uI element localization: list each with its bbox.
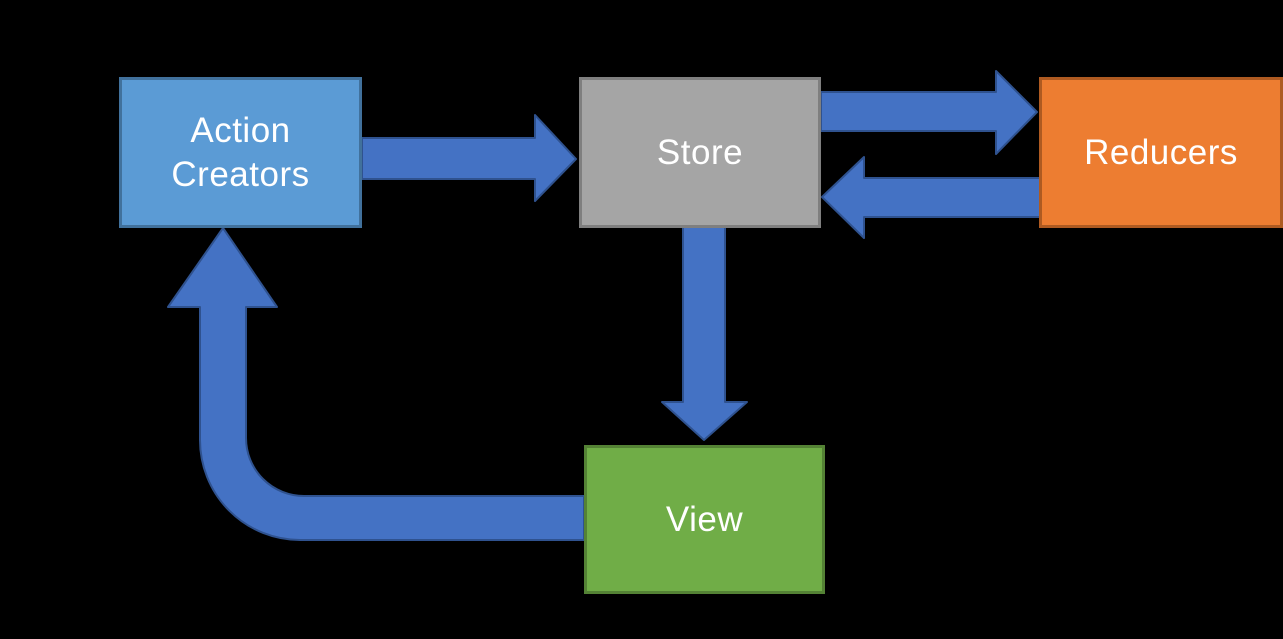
arrow-reducers-to-store — [821, 156, 1041, 239]
node-reducers-label: Reducers — [1084, 132, 1238, 172]
arrow-store-to-reducers — [820, 70, 1038, 155]
node-store: Store — [579, 77, 821, 228]
arrow-view-to-action-creators — [167, 227, 585, 541]
node-store-label: Store — [656, 132, 744, 172]
node-view: View — [584, 445, 825, 594]
node-action-creators-label: Action Creators — [171, 110, 310, 194]
node-action-creators: Action Creators — [119, 77, 362, 228]
node-reducers: Reducers — [1039, 77, 1283, 228]
arrow-store-to-view — [661, 226, 748, 441]
node-view-label: View — [665, 499, 744, 539]
arrow-action-creators-to-store — [361, 114, 577, 202]
